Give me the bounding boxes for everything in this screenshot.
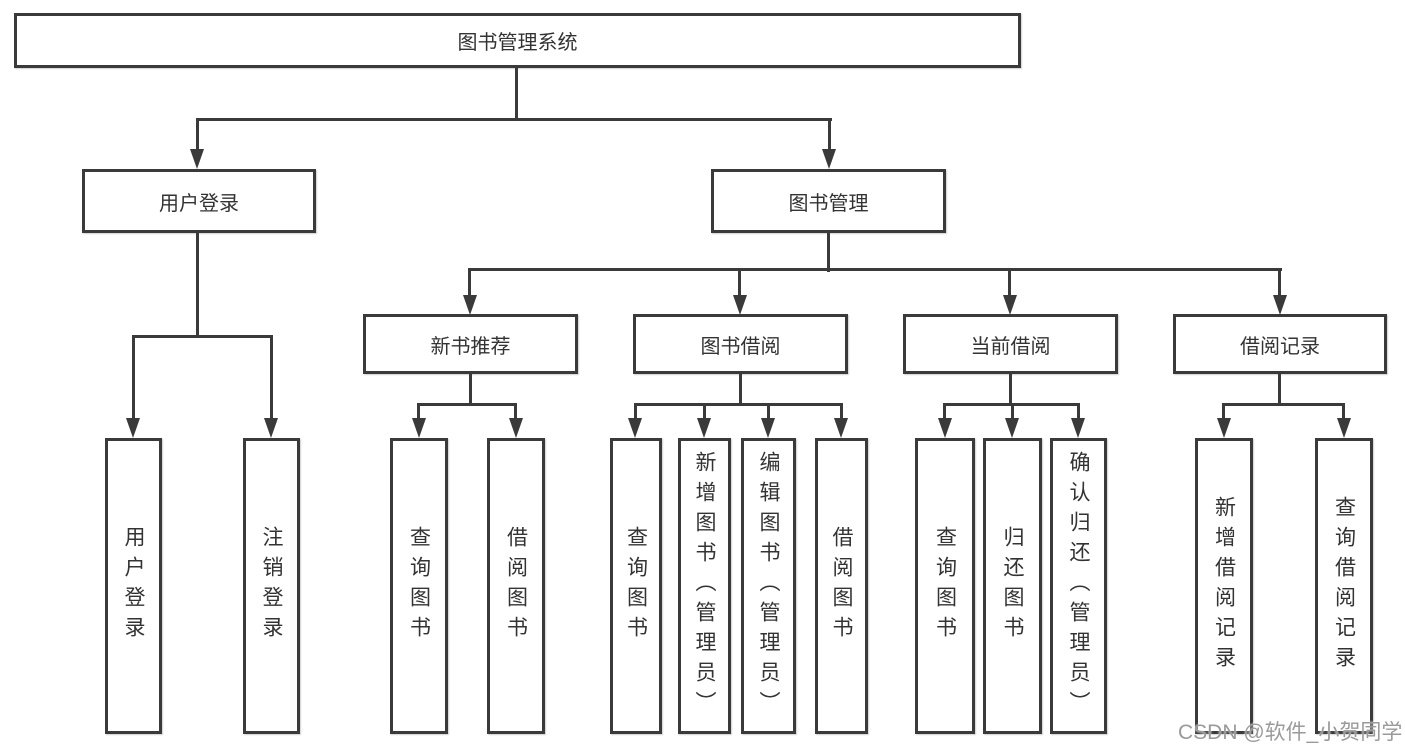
connector-line [417,403,420,419]
connector-line [1222,403,1225,419]
leaf-borrow-book-recommend: 借阅图书 [487,438,545,734]
arrow-down-icon [509,418,523,438]
leaf-logout: 注销登录 [243,438,300,734]
connector-line [1009,374,1012,405]
arrow-down-icon [1217,418,1231,438]
leaf-query-borrow-record: 查询借阅记录 [1315,438,1373,734]
leaf-label: 查询图书 [624,526,648,646]
node-label: 新书推荐 [430,335,511,358]
connector-line [1342,403,1345,419]
arrow-down-icon [412,418,426,438]
node-new-book-recommend: 新书推荐 [363,314,578,374]
node-label: 图书管理 [788,192,869,215]
node-label: 图书借阅 [700,335,781,358]
connector-line [132,335,273,338]
arrow-down-icon [463,295,477,315]
node-label: 图书管理系统 [457,32,578,54]
node-book-management: 图书管理 [711,169,946,233]
arrow-down-icon [1003,295,1017,315]
leaf-return-book: 归还图书 [983,438,1042,734]
leaf-label: 注销登录 [260,526,283,646]
leaf-label: 查询借阅记录 [1332,496,1356,676]
node-library-system: 图书管理系统 [14,13,1021,68]
leaf-add-book-admin: 新增图书（管理员） [678,438,731,734]
leaf-label: 借阅图书 [504,526,528,646]
arrow-down-icon [126,418,140,438]
arrow-down-icon [938,418,952,438]
connector-line [634,403,843,406]
arrow-down-icon [822,149,836,169]
connector-line [417,403,517,406]
arrow-down-icon [1005,418,1019,438]
connector-line [634,403,637,419]
leaf-label: 用户登录 [122,526,145,646]
arrow-down-icon [761,418,775,438]
leaf-label: 确认归还（管理员） [1067,451,1090,721]
node-current-borrow: 当前借阅 [903,314,1118,374]
node-label: 用户登录 [159,192,239,215]
arrow-down-icon [628,418,642,438]
connector-line [703,403,706,419]
arrow-down-icon [190,149,204,169]
leaf-add-borrow-record: 新增借阅记录 [1195,438,1253,734]
connector-line [1278,268,1281,295]
connector-line [132,335,135,418]
connector-line [1011,403,1014,419]
arrow-down-icon [1273,295,1287,315]
node-user-login: 用户登录 [82,169,316,233]
leaf-label: 归还图书 [1001,526,1024,646]
connector-line [739,374,742,405]
connector-line [469,374,472,405]
connector-line [514,403,517,419]
node-label: 当前借阅 [970,335,1051,358]
leaf-query-book-recommend: 查询图书 [390,438,448,734]
connector-line [1222,403,1345,406]
connector-line [827,233,830,272]
connector-line [468,268,471,295]
connector-line [270,335,273,418]
connector-line [840,403,843,419]
connector-line [1077,403,1080,419]
connector-line [1008,268,1011,295]
arrow-down-icon [1337,418,1351,438]
leaf-borrow-book: 借阅图书 [815,438,868,734]
connector-line [196,118,199,151]
arrow-down-icon [697,418,711,438]
node-book-borrow: 图书借阅 [633,314,848,374]
leaf-label: 查询图书 [407,526,431,646]
connector-line [196,233,199,337]
leaf-query-book-current: 查询图书 [915,438,975,734]
connector-line [828,118,831,151]
connector-line [767,403,770,419]
leaf-edit-book-admin: 编辑图书（管理员） [741,438,796,734]
connector-line [515,68,518,120]
leaf-label: 查询图书 [933,526,957,646]
leaf-confirm-return-admin: 确认归还（管理员） [1050,438,1107,734]
leaf-label: 借阅图书 [830,526,853,646]
arrow-down-icon [264,418,278,438]
node-label: 借阅记录 [1240,335,1320,358]
leaf-label: 编辑图书（管理员） [757,451,780,721]
connector-line [1278,374,1281,405]
arrow-down-icon [733,295,747,315]
node-borrow-records: 借阅记录 [1173,314,1387,374]
leaf-label: 新增图书（管理员） [693,451,716,721]
connector-line [943,403,946,419]
arrow-down-icon [834,418,848,438]
connector-line [738,268,741,295]
leaf-query-book-borrow: 查询图书 [610,438,662,734]
connector-line [468,268,1282,271]
watermark: CSDN @软件_小贺同学 [1178,721,1403,744]
arrow-down-icon [1071,418,1085,438]
connector-line [196,118,832,121]
leaf-user-login: 用户登录 [105,438,162,734]
leaf-label: 新增借阅记录 [1212,496,1236,676]
